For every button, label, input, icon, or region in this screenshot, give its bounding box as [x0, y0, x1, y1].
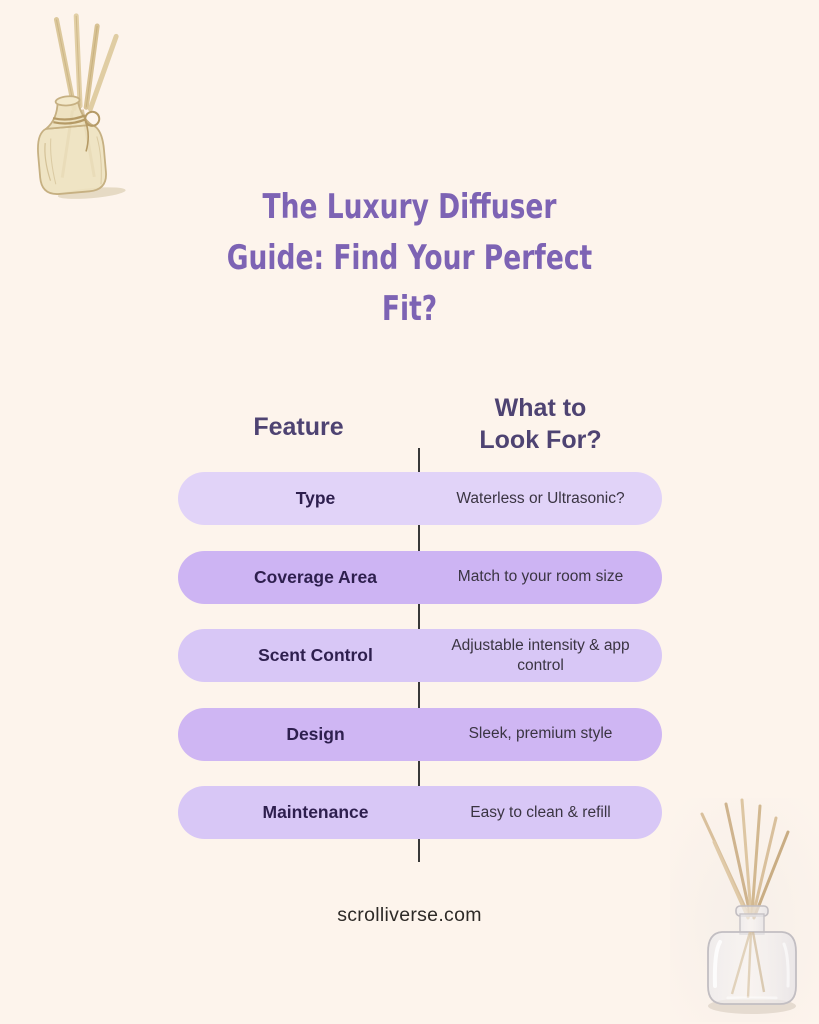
feature-cell: Scent Control	[258, 645, 373, 665]
look-for-cell: Match to your room size	[457, 568, 624, 586]
look-for-cell: Waterless or Ultrasonic?	[456, 489, 625, 507]
feature-cell: Design	[286, 723, 345, 744]
comparison-table: Type Waterless or Ultrasonic? Coverage A…	[178, 472, 662, 839]
look-for-cell: Sleek, premium style	[468, 725, 613, 743]
page-title: The Luxury Diffuser Guide: Find Your Per…	[0, 182, 819, 335]
column-header-look-for-line2: Look For?	[479, 426, 602, 454]
title-line-2: Guide: Find Your Perfect	[226, 237, 593, 278]
column-header-look-for-line1: What to	[494, 394, 587, 422]
look-for-cell: Easy to clean & refill	[470, 803, 611, 821]
column-header-look-for: What to Look For?	[419, 392, 662, 456]
table-row: Maintenance Easy to clean & refill	[178, 786, 662, 839]
column-header-feature: Feature	[253, 413, 344, 441]
title-line-3: Fit?	[381, 288, 438, 329]
table-row: Design Sleek, premium style	[178, 707, 662, 761]
feature-cell: Maintenance	[262, 802, 369, 822]
feature-cell: Type	[295, 488, 336, 508]
table-row: Type Waterless or Ultrasonic?	[178, 472, 662, 525]
look-for-cell: Adjustable intensity & app control	[451, 636, 630, 674]
title-line-1: The Luxury Diffuser	[262, 186, 557, 227]
reed-diffuser-photo-icon	[670, 798, 819, 1022]
feature-cell: Coverage Area	[254, 566, 377, 587]
website-url: scrolliverse.com	[337, 904, 482, 926]
table-row: Scent Control Adjustable intensity & app…	[178, 629, 662, 682]
reed-diffuser-sketch-icon	[37, 13, 126, 199]
table-row: Coverage Area Match to your room size	[178, 550, 662, 604]
